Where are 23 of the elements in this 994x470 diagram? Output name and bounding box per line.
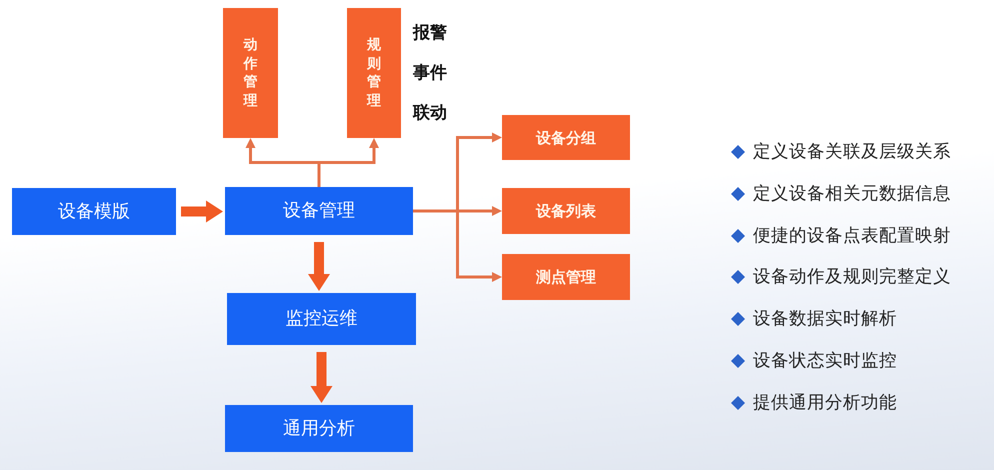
- block-arrow: [308, 242, 330, 291]
- process-box: 设备管理: [225, 187, 413, 235]
- process-box: 设备模版: [12, 188, 176, 235]
- list-text: 提供通用分析功能: [753, 392, 897, 415]
- process-box: 通用分析: [225, 405, 413, 452]
- side-label: 报警: [413, 22, 447, 44]
- process-box: 测点管理: [502, 254, 630, 300]
- connector-arrow: [318, 138, 379, 187]
- list-text: 设备动作及规则完整定义: [753, 266, 951, 290]
- side-label: 联动: [413, 102, 447, 124]
- list-text: 定义设备关联及层级关系: [753, 141, 951, 164]
- list-text: 定义设备相关元数据信息: [753, 182, 951, 206]
- list-text: 便捷的设备点表配置映射: [753, 224, 951, 248]
- process-box: 监控运维: [227, 293, 416, 345]
- side-label: 事件: [413, 62, 447, 84]
- process-box: 设备分组: [502, 115, 630, 160]
- process-box: 设备列表: [502, 188, 630, 234]
- list-text: 设备状态实时监控: [753, 350, 897, 373]
- process-box: 动作管理: [223, 8, 278, 138]
- block-arrow: [310, 352, 332, 403]
- process-box: 规则管理: [347, 8, 401, 138]
- block-arrow: [181, 200, 223, 222]
- list-text: 设备数据实时解析: [753, 308, 897, 332]
